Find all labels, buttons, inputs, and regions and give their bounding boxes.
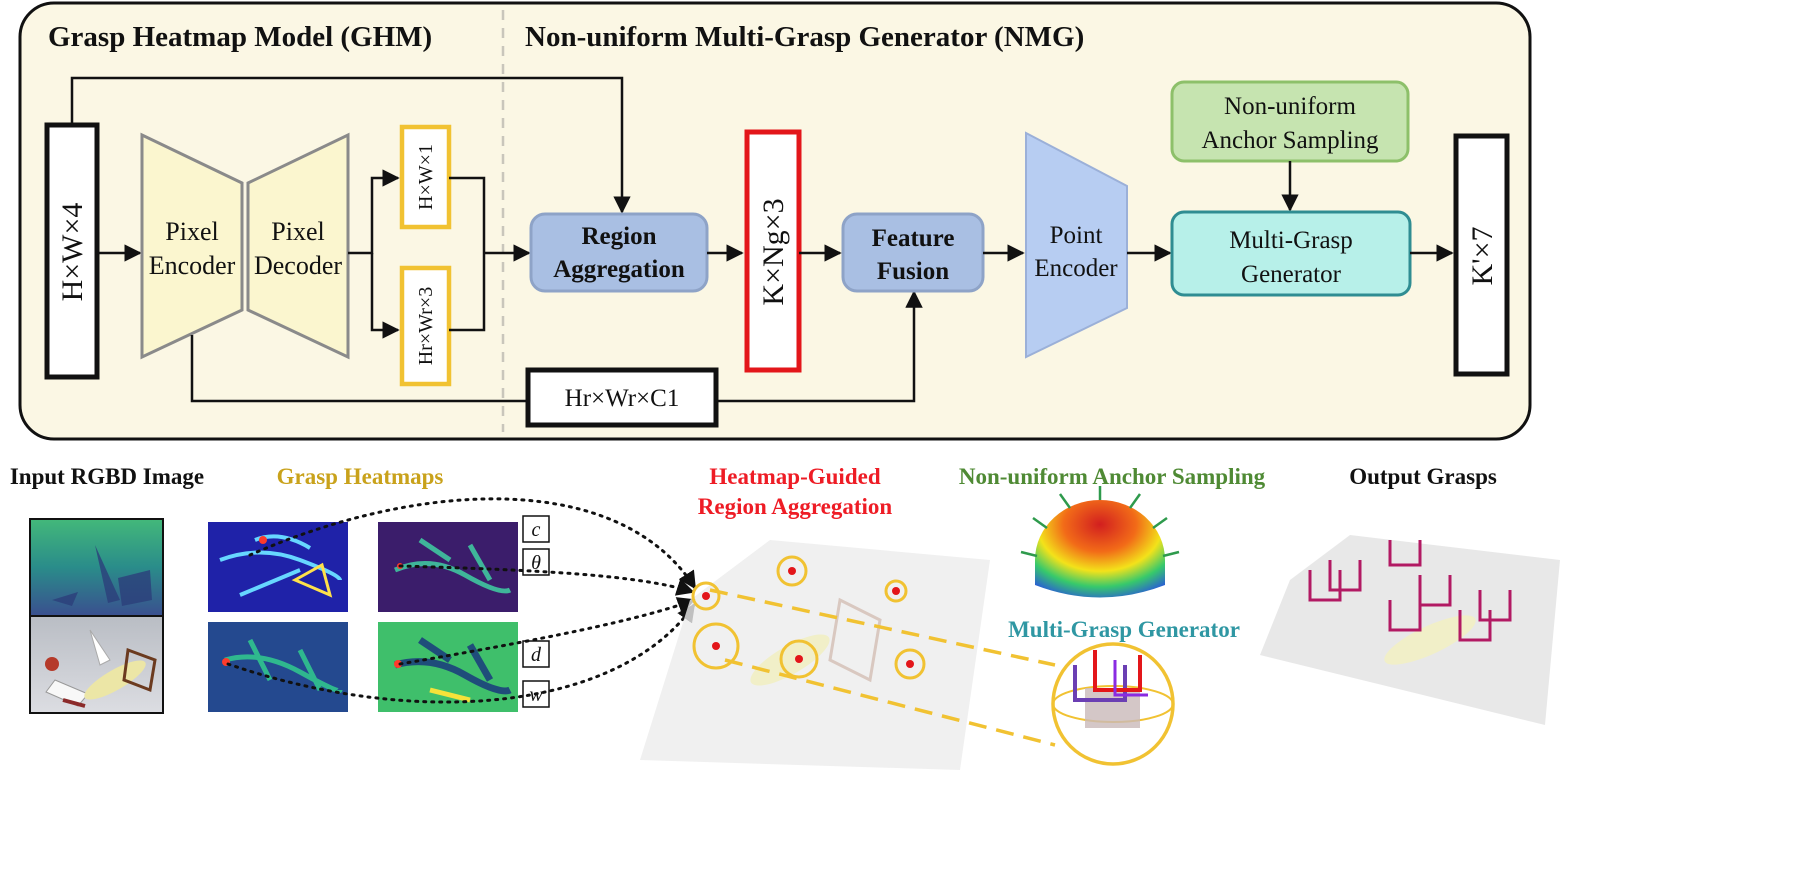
ghm-title: Grasp Heatmap Model (GHM) (48, 21, 432, 53)
input-tensor-box (44, 122, 100, 380)
heatmap-d-image (208, 622, 348, 712)
point-encoder-label-1: Point (1050, 222, 1103, 249)
pixel-encoder-label-1: Pixel (165, 217, 218, 246)
region-shape-label: K×Ng×3 (757, 198, 790, 305)
pixel-encoder-block (140, 132, 244, 360)
arrow-decoder-heatmap1 (348, 169, 400, 255)
pixel-encoder-label-2: Encoder (149, 251, 236, 280)
symbol-c: c (532, 519, 541, 541)
symbol-theta: θ (531, 552, 541, 574)
output-grasps-title: Output Grasps (1349, 464, 1497, 489)
symbol-c-box (522, 515, 550, 543)
heatmap2-box (399, 265, 452, 387)
output-shape-label: K'×7 (1466, 227, 1499, 286)
heatmap2-label: Hr×Wr×3 (415, 287, 437, 365)
nmg-title: Non-uniform Multi-Grasp Generator (NMG) (525, 21, 1084, 53)
point-encoder-label-2: Encoder (1034, 255, 1118, 282)
pixel-decoder-label-1: Pixel (271, 217, 324, 246)
feature-map-label: Hr×Wr×C1 (565, 385, 680, 412)
multi-grasp-label-1: Multi-Grasp (1229, 227, 1353, 254)
region-aggregation-pointcloud (640, 540, 990, 770)
input-rgbd-image (29, 518, 164, 714)
pixel-decoder-block (246, 132, 350, 360)
heatmap1-label: H×W×1 (415, 144, 437, 210)
anchor-sampling-dome (1020, 486, 1180, 598)
feature-map-box (525, 367, 719, 428)
multi-grasp-zoom (1051, 642, 1175, 766)
output-grasps-pointcloud (1260, 535, 1560, 725)
point-encoder-block (1025, 131, 1128, 359)
symbol-d-box (522, 640, 550, 668)
arrow-feature-to-fusion (716, 290, 923, 403)
dotted-guide-arrows (226, 497, 697, 704)
anchor-sampling-label-2: Anchor Sampling (1201, 127, 1379, 154)
output-tensor-box (1453, 133, 1510, 377)
region-aggregation-label-2: Aggregation (553, 256, 685, 283)
heatmap-c-image (208, 522, 348, 612)
skip-connection-arrow (70, 76, 631, 214)
region-aggregation-label-1: Region (582, 223, 657, 250)
grasp-heatmaps-label: Grasp Heatmaps (277, 464, 444, 489)
region-aggregation-title-1: Heatmap-Guided (709, 464, 880, 489)
input-shape-label: H×W×4 (56, 203, 89, 302)
anchor-sampling-title: Non-uniform Anchor Sampling (959, 464, 1266, 489)
encoder-feature-line (190, 335, 530, 403)
heatmap-w-image (378, 622, 518, 712)
arrow-decoder-heatmap2 (370, 253, 400, 339)
multi-grasp-generator-title: Multi-Grasp Generator (1008, 617, 1240, 642)
feature-fusion-label-2: Fusion (877, 258, 949, 285)
zoom-guide-lines (709, 588, 1056, 747)
region-shape-box (744, 129, 802, 373)
anchor-sampling-label-1: Non-uniform (1224, 93, 1356, 120)
pixel-decoder-label-2: Decoder (254, 251, 342, 280)
multi-grasp-label-2: Generator (1241, 261, 1342, 288)
symbol-d: d (531, 644, 542, 666)
feature-fusion-label-1: Feature (872, 225, 955, 252)
input-rgbd-label: Input RGBD Image (10, 464, 204, 489)
region-aggregation-title-2: Region Aggregation (698, 494, 893, 519)
